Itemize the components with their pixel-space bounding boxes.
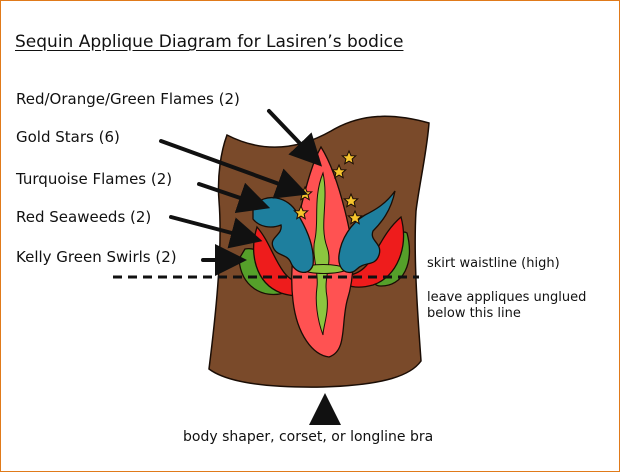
star-icon [341,149,357,165]
label-green-swirls: Kelly Green Swirls (2) [16,248,177,266]
star-icon [347,209,363,225]
green-flame-core [313,171,330,336]
unglued-note-line2: below this line [427,306,521,321]
waistline-note: skirt waistline (high) [427,256,560,271]
diagram-title: Sequin Applique Diagram for Lasiren’s bo… [15,32,404,52]
label-gold-stars: Gold Stars (6) [16,128,120,146]
arrow-turquoise-flames [197,182,271,214]
garment-note: body shaper, corset, or longline bra [183,429,434,445]
label-turquoise-flames: Turquoise Flames (2) [16,170,173,188]
gold-stars [293,149,363,225]
unglued-note: leave appliques unglued below this line [427,290,586,322]
label-flames: Red/Orange/Green Flames (2) [16,90,240,108]
unglued-note-line1: leave appliques unglued [427,290,587,305]
star-icon [293,204,309,220]
star-icon [343,192,359,208]
arrow-red-seaweeds [169,215,263,249]
label-red-seaweeds: Red Seaweeds (2) [16,208,152,226]
arrow-gold-stars [159,139,309,199]
arrow-flames [267,109,323,167]
turquoise-flame-right [338,190,396,274]
star-icon [331,163,347,179]
